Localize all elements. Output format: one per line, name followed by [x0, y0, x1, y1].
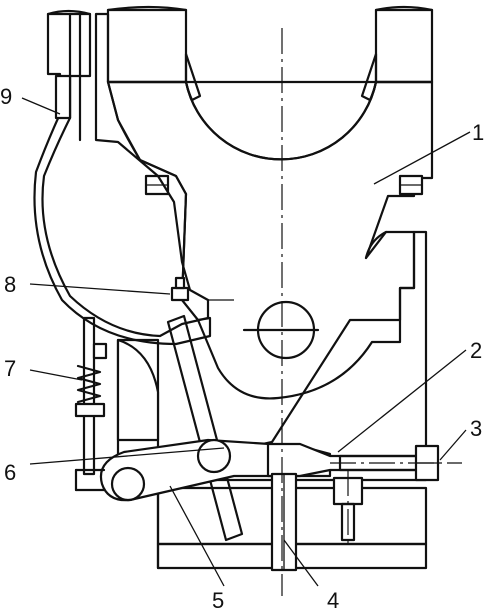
label-6: 6	[4, 460, 16, 485]
locating-pin	[242, 300, 320, 360]
spring-rod	[74, 316, 108, 476]
guide-pin	[270, 472, 298, 572]
label-9: 9	[0, 84, 12, 109]
center-lines	[208, 28, 462, 596]
label-3: 3	[470, 416, 482, 441]
label-7: 7	[4, 356, 16, 381]
label-5: 5	[212, 588, 224, 613]
part-labels: 1 2 3 4 5 6 7 8 9	[0, 84, 484, 613]
clamp-arm	[33, 9, 212, 346]
label-8: 8	[4, 272, 16, 297]
label-1: 1	[472, 120, 484, 145]
label-4: 4	[327, 588, 339, 613]
push-rod	[166, 314, 244, 542]
leader-lines	[21, 97, 471, 587]
pin-8	[170, 276, 190, 302]
label-2: 2	[470, 338, 482, 363]
